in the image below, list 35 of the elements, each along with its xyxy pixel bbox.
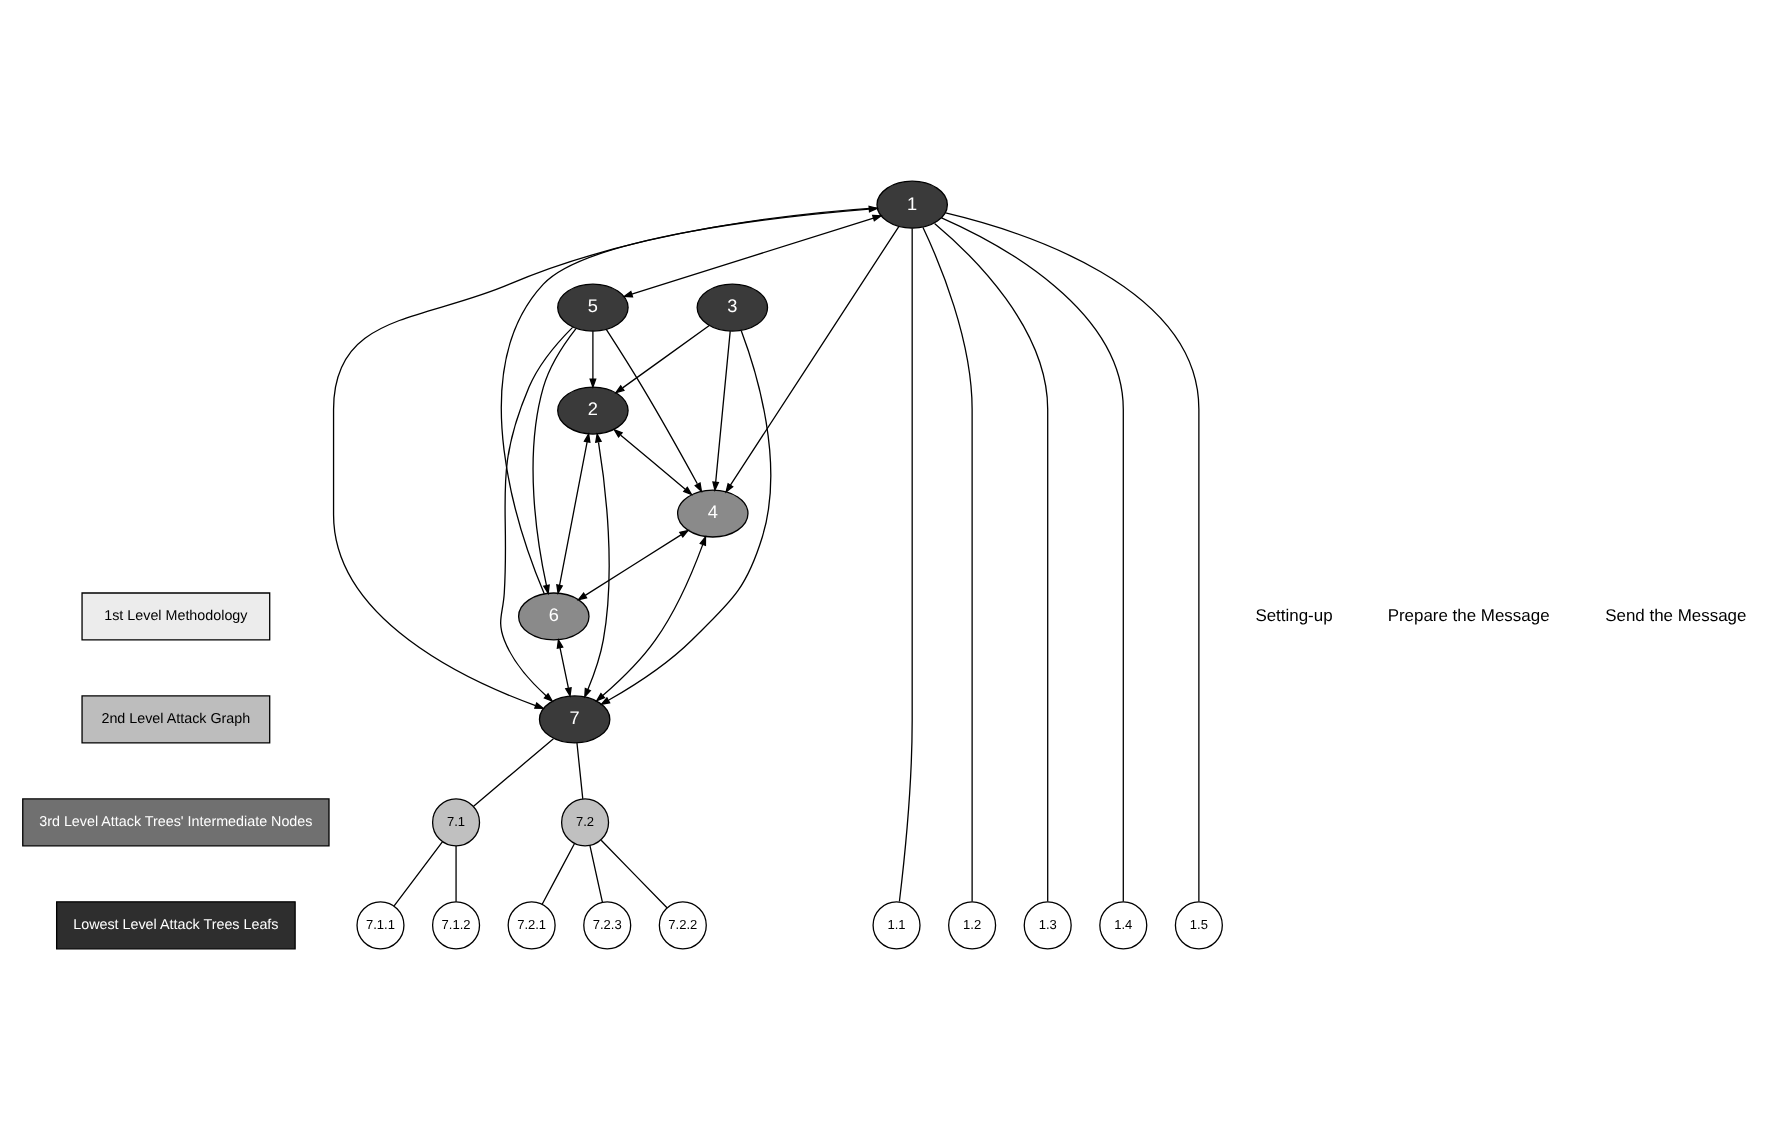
arrow: [556, 638, 572, 698]
node-ellipse: 3: [696, 283, 769, 332]
arrow: [612, 428, 694, 496]
label: Setting-up: [1255, 604, 1333, 625]
arrow: [595, 535, 707, 702]
arrow: [500, 205, 880, 595]
node-ellipse: 1: [876, 180, 948, 229]
label: Prepare the Message: [1387, 604, 1550, 625]
connector: [600, 839, 668, 909]
arrow: [332, 207, 878, 709]
arrow: [576, 529, 690, 601]
connector: [455, 845, 457, 903]
arrow: [605, 329, 703, 493]
arrow: [589, 330, 597, 390]
connector: [933, 222, 1049, 903]
connector: [576, 742, 584, 800]
connector: [922, 226, 973, 903]
arrow: [712, 330, 731, 493]
arrow: [614, 324, 710, 394]
connector: [472, 738, 555, 807]
arrow: [556, 432, 591, 595]
connector: [589, 844, 604, 903]
node-ellipse: 5: [557, 283, 629, 332]
label: Send the Message: [1605, 604, 1747, 625]
arrow: [500, 326, 574, 703]
arrow: [725, 225, 900, 494]
arrow: [599, 330, 772, 706]
connector: [940, 217, 1124, 903]
arrow: [584, 432, 610, 699]
arrow: [622, 214, 883, 298]
arrow: [532, 327, 577, 596]
connector: [945, 212, 1200, 903]
connector: [541, 842, 576, 905]
connector: [393, 841, 444, 907]
connector: [898, 227, 913, 903]
